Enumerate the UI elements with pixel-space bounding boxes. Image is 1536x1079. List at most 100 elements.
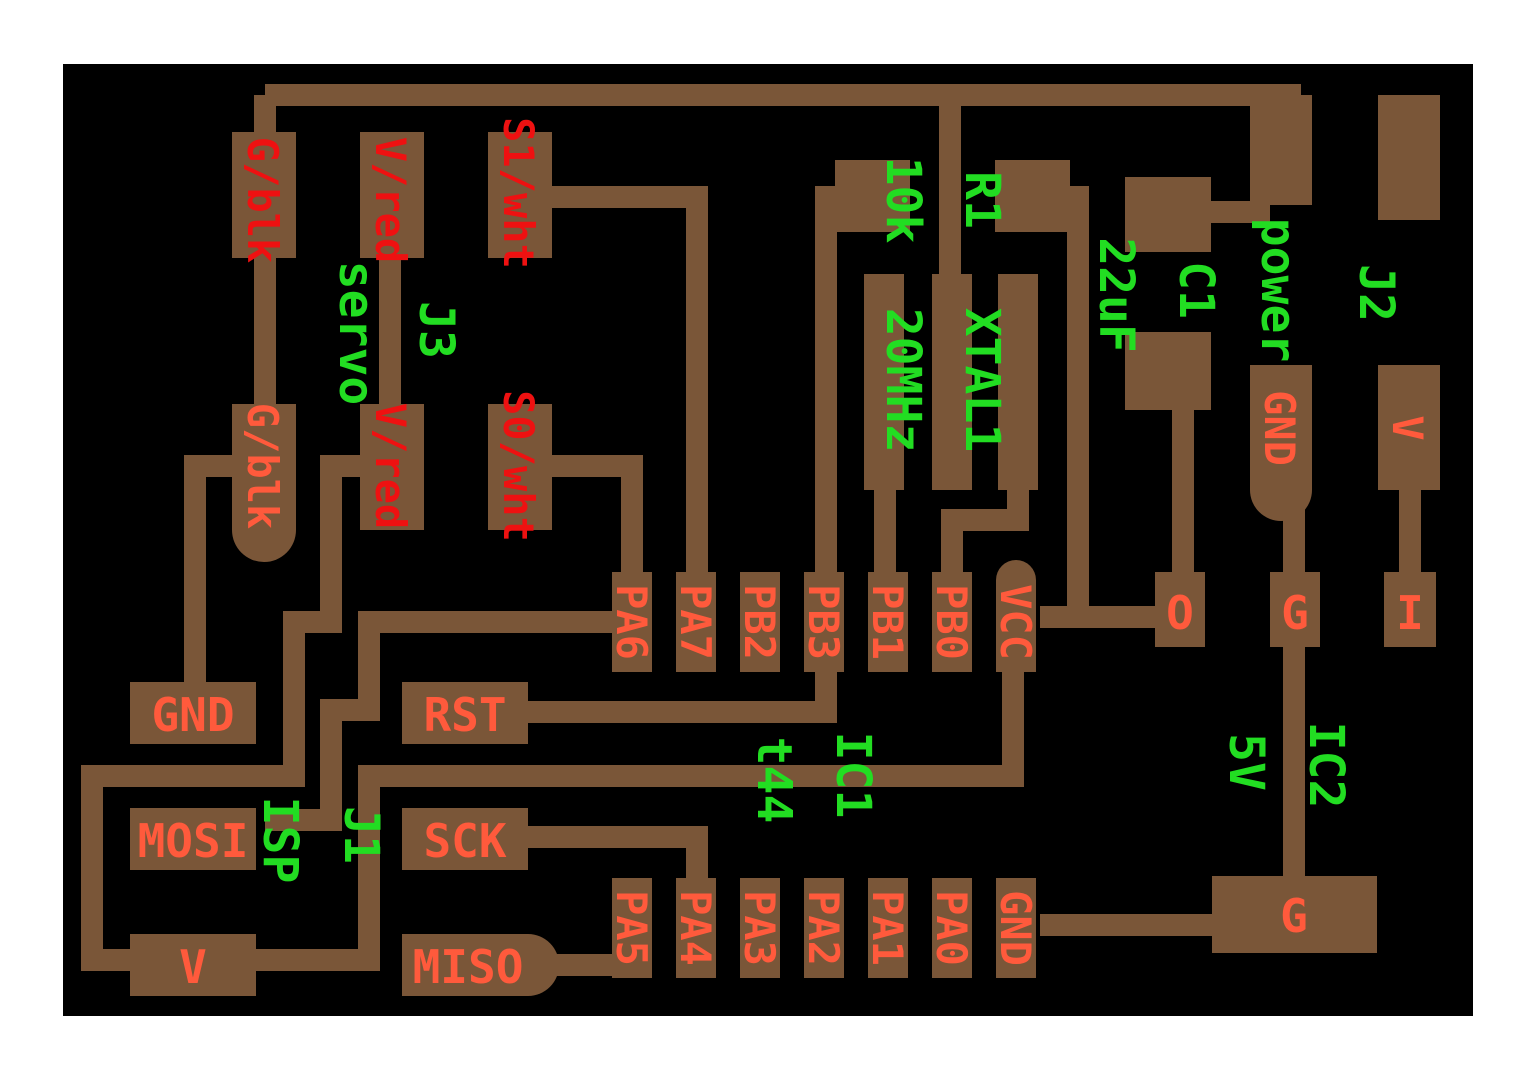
trace-pa6-mosi bbox=[265, 611, 615, 831]
pad-ic1-pa1 bbox=[868, 878, 908, 978]
pad-c1-bottom bbox=[1125, 332, 1211, 410]
pad-xtal-2 bbox=[932, 274, 972, 490]
label-servo-gblk-bottom: G/blk bbox=[238, 403, 287, 529]
pad-ic2-tab-g bbox=[1212, 876, 1377, 953]
label-isp-rst: RST bbox=[423, 688, 506, 742]
silk-j2-value: power bbox=[1250, 218, 1306, 363]
pad-servo-s1-top bbox=[488, 132, 552, 258]
pad-ic2-o bbox=[1155, 572, 1205, 647]
silk-ic1-value: t44 bbox=[746, 737, 802, 824]
pad-power-v bbox=[1378, 365, 1440, 490]
pad-r1-right bbox=[995, 160, 1070, 232]
copper-pads bbox=[130, 95, 1440, 996]
pad-ic1-pa5 bbox=[612, 878, 652, 978]
pad-servo-s0-bottom bbox=[488, 404, 552, 530]
trace-vred-v bbox=[81, 455, 370, 971]
label-isp-gnd: GND bbox=[151, 688, 234, 742]
pad-ic1-pb0 bbox=[932, 572, 972, 672]
pad-ic1-pb2 bbox=[740, 572, 780, 672]
trace-pb0-xtal bbox=[941, 480, 1029, 580]
label-ic1-pa4: PA4 bbox=[671, 890, 720, 966]
label-ic1-pa2: PA2 bbox=[799, 890, 848, 966]
pad-labels-vertical: PA6 PA7 PB2 PB3 PB1 PB0 VCC PA5 PA4 PA3 … bbox=[238, 390, 1432, 966]
label-ic2-g: G bbox=[1281, 586, 1309, 640]
silk-j3-value: servo bbox=[328, 261, 384, 406]
pad-servo-vred-top bbox=[360, 132, 424, 258]
pad-ic1-pb3 bbox=[804, 572, 844, 672]
label-servo-s0-bottom: S0/wht bbox=[494, 390, 543, 542]
pad-isp-v bbox=[130, 934, 256, 996]
pad-ic1-pa0 bbox=[932, 878, 972, 978]
label-ic1-pb3: PB3 bbox=[799, 584, 848, 660]
label-ic1-pa7: PA7 bbox=[671, 584, 720, 660]
pad-labels-horizontal: GND RST MOSI SCK V MISO O G I G bbox=[138, 586, 1424, 994]
silk-ic1-ref: IC1 bbox=[825, 732, 881, 819]
label-ic1-pa1: PA1 bbox=[863, 890, 912, 966]
silk-xtal-value: 20MHz bbox=[875, 308, 931, 453]
servo-labels: G/blk V/red S1/wht V/red S0/wht bbox=[238, 117, 543, 542]
pad-ic1-gnd bbox=[996, 878, 1036, 978]
label-ic1-pb1: PB1 bbox=[863, 584, 912, 660]
silk-j3-ref: J3 bbox=[408, 301, 464, 359]
label-ic1-pa5: PA5 bbox=[607, 890, 656, 966]
label-power-v: V bbox=[1383, 415, 1432, 440]
trace-vcc-v bbox=[250, 650, 1024, 971]
label-ic1-vcc: VCC bbox=[991, 584, 1040, 660]
silk-ic2-ref: IC2 bbox=[1298, 722, 1354, 809]
pad-ic1-pa3 bbox=[740, 878, 780, 978]
label-power-gnd: GND bbox=[1255, 390, 1304, 466]
pad-power-gnd bbox=[1250, 365, 1312, 521]
label-ic1-pb2: PB2 bbox=[735, 584, 784, 660]
silk-c1-value: 22uF bbox=[1088, 237, 1144, 353]
label-ic2-i: I bbox=[1396, 586, 1424, 640]
pad-xtal-3 bbox=[998, 274, 1038, 490]
silkscreen-labels: J3 servo R1 10k XTAL1 20MHz C1 22uF J2 p… bbox=[252, 157, 1404, 884]
silk-j1-ref: J1 bbox=[333, 806, 389, 864]
pad-isp-gnd bbox=[130, 682, 256, 744]
pad-isp-rst bbox=[402, 682, 528, 744]
silk-r1-ref: R1 bbox=[954, 171, 1010, 229]
label-servo-gblk-top: G/blk bbox=[238, 137, 287, 263]
pad-ic1-pa7 bbox=[676, 572, 716, 672]
pad-isp-miso bbox=[402, 934, 559, 996]
pad-ic1-pb1 bbox=[868, 572, 908, 672]
pad-ic1-pa2 bbox=[804, 878, 844, 978]
label-servo-vred-bottom: V/red bbox=[366, 403, 415, 529]
pad-c1-top bbox=[1125, 177, 1211, 252]
label-ic2-o: O bbox=[1166, 586, 1194, 640]
pad-servo-gblk-bottom bbox=[232, 404, 296, 562]
pad-servo-vred-bottom bbox=[360, 404, 424, 530]
pad-ic1-pa6 bbox=[612, 572, 652, 672]
pad-power-top-right bbox=[1378, 95, 1440, 220]
pad-r1-left bbox=[835, 160, 910, 232]
trace-s0-pa6 bbox=[530, 455, 643, 580]
label-isp-v: V bbox=[179, 940, 207, 994]
label-ic1-pa0: PA0 bbox=[927, 890, 976, 966]
silk-j2-ref: J2 bbox=[1348, 264, 1404, 322]
pad-isp-mosi bbox=[130, 808, 256, 870]
pad-servo-gblk-top bbox=[232, 132, 296, 258]
silk-r1-value: 10k bbox=[875, 157, 931, 244]
label-isp-mosi: MOSI bbox=[138, 814, 249, 868]
silk-ic2-value: 5V bbox=[1218, 733, 1274, 791]
label-ic1-pb0: PB0 bbox=[927, 584, 976, 660]
pad-ic2-i bbox=[1384, 572, 1436, 647]
pad-ic1-vcc bbox=[996, 560, 1036, 672]
trace-gblk-gnd bbox=[184, 455, 238, 690]
silk-j1-value: ISP bbox=[252, 797, 308, 884]
label-servo-s1-top: S1/wht bbox=[494, 117, 543, 269]
pad-isp-sck bbox=[402, 808, 528, 870]
label-isp-sck: SCK bbox=[423, 814, 506, 868]
label-ic1-gnd: GND bbox=[991, 890, 1040, 966]
label-isp-miso: MISO bbox=[413, 940, 524, 994]
pad-ic2-g bbox=[1270, 572, 1320, 647]
pad-power-top-left bbox=[1250, 95, 1312, 205]
label-ic1-pa3: PA3 bbox=[735, 890, 784, 966]
label-servo-vred-top: V/red bbox=[366, 137, 415, 263]
pad-xtal-1 bbox=[864, 274, 904, 490]
trace-s1-pa7 bbox=[530, 186, 708, 580]
label-ic2-tab-g: G bbox=[1280, 889, 1308, 943]
label-ic1-pa6: PA6 bbox=[607, 584, 656, 660]
silk-xtal-ref: XTAL1 bbox=[954, 308, 1010, 453]
